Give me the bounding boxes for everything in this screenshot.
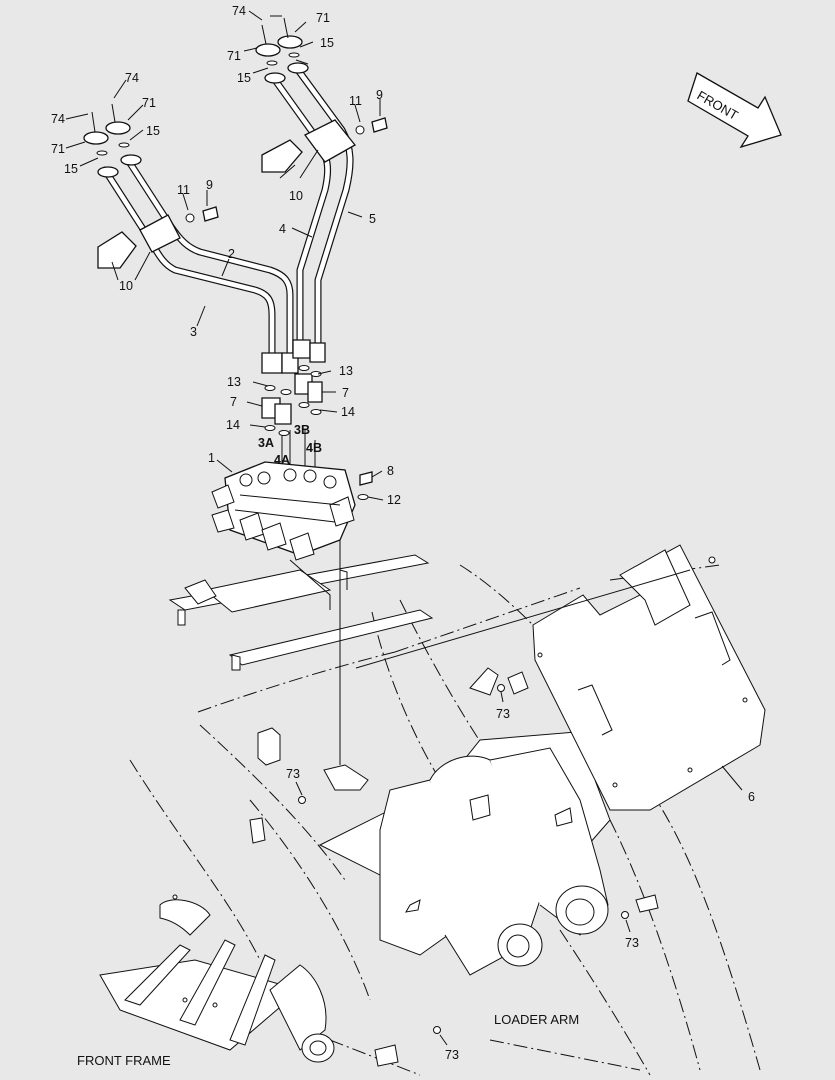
callout-12: 12 xyxy=(387,493,401,507)
callout-labels: 74 71 71 15 15 74 74 71 71 15 15 11 9 11… xyxy=(51,4,755,1068)
callout-1: 1 xyxy=(208,451,215,465)
caption-front-frame: FRONT FRAME xyxy=(77,1053,171,1068)
callout-74-left-a: 74 xyxy=(125,71,139,85)
callout-6: 6 xyxy=(748,790,755,804)
control-valve xyxy=(211,461,373,561)
callout-15-left-a: 15 xyxy=(146,124,160,138)
callout-4: 4 xyxy=(279,222,286,236)
callout-74-top-a: 74 xyxy=(232,4,246,18)
callout-74-left-b: 74 xyxy=(51,112,65,126)
callout-15-top-a: 15 xyxy=(320,36,334,50)
callout-73-a: 73 xyxy=(496,707,510,721)
pipe-flanges xyxy=(83,17,309,178)
callout-13-left: 13 xyxy=(227,375,241,389)
callout-71-left-a: 71 xyxy=(142,96,156,110)
callout-7-left: 7 xyxy=(230,395,237,409)
callout-5: 5 xyxy=(369,212,376,226)
cover-plate xyxy=(532,544,766,811)
callout-71-top-b: 71 xyxy=(227,49,241,63)
callout-11-right: 11 xyxy=(349,94,362,108)
front-frame xyxy=(99,894,335,1063)
callout-9-right: 9 xyxy=(376,88,383,102)
callout-14-right: 14 xyxy=(341,405,355,419)
leader-lines xyxy=(65,10,743,1046)
port-3a: 3A xyxy=(258,436,274,450)
callout-71-top-a: 71 xyxy=(316,11,330,25)
callout-15-top-b: 15 xyxy=(237,71,251,85)
callout-8: 8 xyxy=(387,464,394,478)
callout-10-right: 10 xyxy=(289,189,303,203)
callout-11-left: 11 xyxy=(177,183,190,197)
valve-mounting-bracket xyxy=(168,554,434,671)
callout-14-left: 14 xyxy=(226,418,240,432)
callout-3: 3 xyxy=(190,325,197,339)
callout-71-left-b: 71 xyxy=(51,142,65,156)
port-4b: 4B xyxy=(306,441,322,455)
callout-73-c: 73 xyxy=(625,936,639,950)
callout-15-left-b: 15 xyxy=(64,162,78,176)
callout-73-d: 73 xyxy=(445,1048,459,1062)
pipe-fittings xyxy=(261,339,326,436)
callout-7-right: 7 xyxy=(342,386,349,400)
hydraulic-pipes xyxy=(101,66,354,359)
callout-13-right: 13 xyxy=(339,364,353,378)
port-4a: 4A xyxy=(274,453,290,467)
loader-arm-body xyxy=(318,729,611,976)
callout-10-left: 10 xyxy=(119,279,133,293)
callout-9-left: 9 xyxy=(206,178,213,192)
front-direction-arrow: FRONT xyxy=(687,72,782,149)
callout-73-b: 73 xyxy=(286,767,300,781)
caption-loader-arm: LOADER ARM xyxy=(494,1012,579,1027)
mounting-blocks xyxy=(249,556,716,1067)
port-3b: 3B xyxy=(294,423,310,437)
callout-2: 2 xyxy=(228,247,235,261)
